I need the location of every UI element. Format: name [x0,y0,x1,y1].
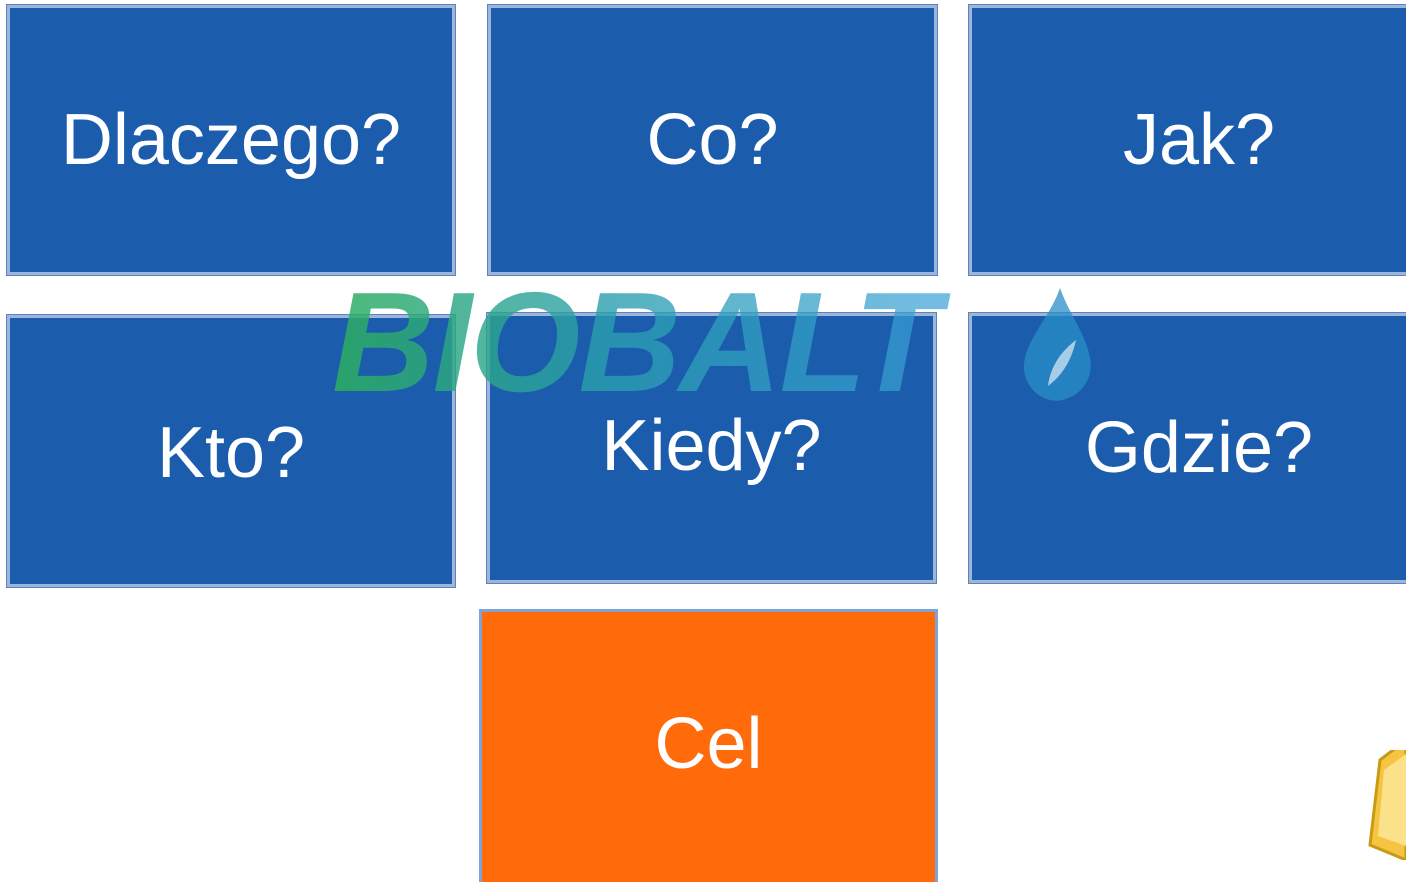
question-box-when[interactable]: Kiedy? [487,313,936,583]
question-label-when: Kiedy? [601,406,822,486]
question-box-how[interactable]: Jak? [969,5,1406,275]
question-label-why: Dlaczego? [60,100,402,180]
question-label-who: Kto? [156,413,306,493]
question-box-why[interactable]: Dlaczego? [7,5,455,275]
question-label-how: Jak? [1122,100,1276,180]
question-box-where[interactable]: Gdzie? [969,313,1406,583]
question-box-what[interactable]: Co? [488,5,937,275]
goal-label: Cel [654,704,763,784]
question-label-what: Co? [646,100,779,180]
question-box-who[interactable]: Kto? [7,315,455,587]
document-clipart-icon [1360,738,1406,862]
goal-box[interactable]: Cel [479,609,938,882]
question-label-where: Gdzie? [1084,408,1314,488]
